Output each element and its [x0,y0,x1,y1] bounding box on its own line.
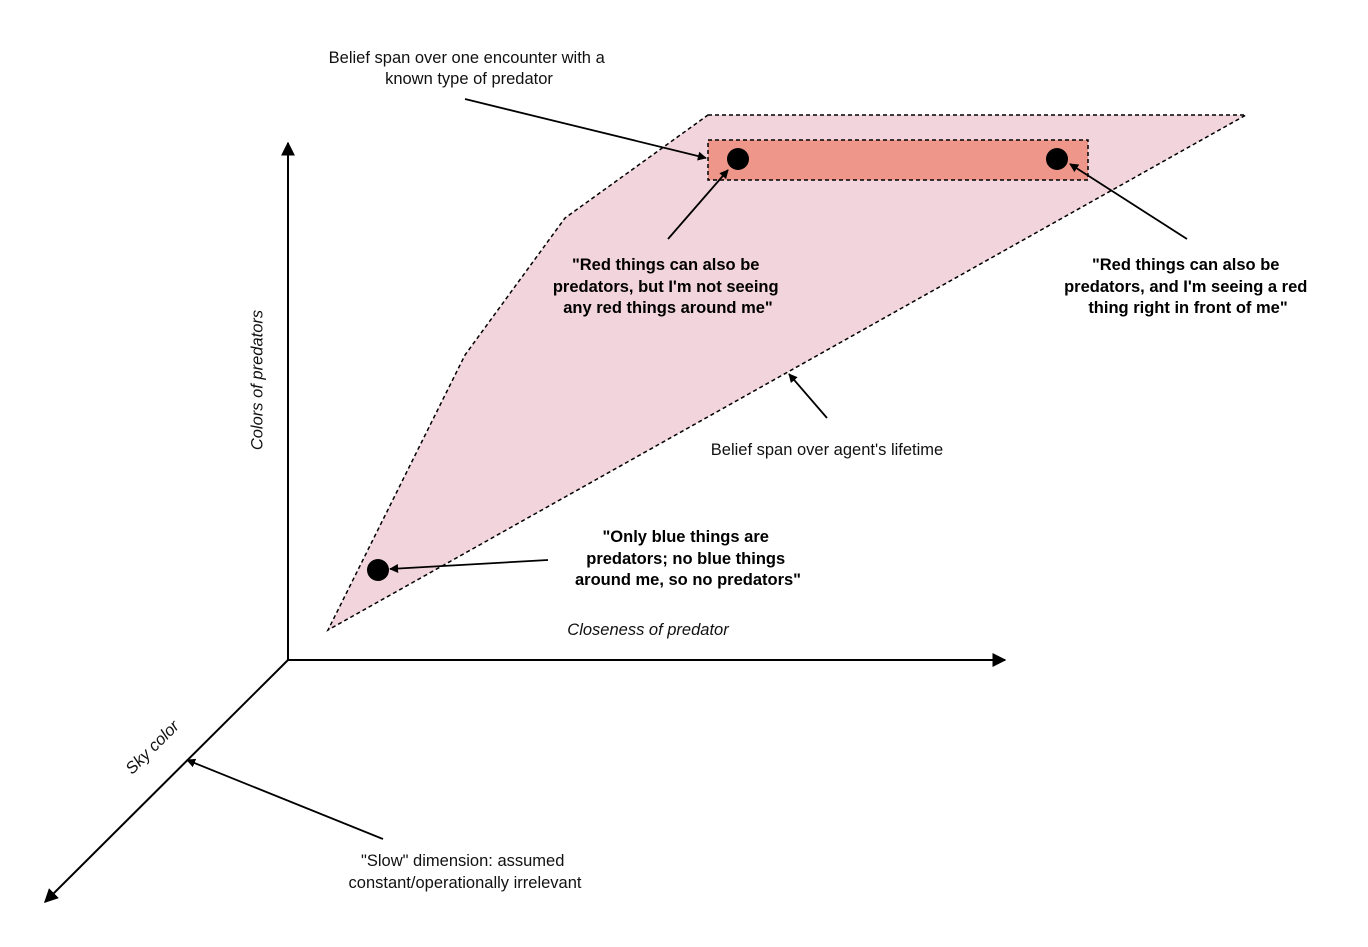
red-not-seen-label-line: predators, but I'm not seeing [553,278,779,296]
red-not-seen-label: "Red things can also be predators, but I… [553,256,783,317]
lifetime-label: Belief span over agent's lifetime [711,441,943,459]
red-seen-label-line: "Red things can also be [1092,256,1280,274]
encounter-label-line: known type of predator [385,70,553,88]
point-red-seen [1046,148,1068,170]
lifetime-pointer-arrow [788,373,828,419]
red-seen-pointer-arrow [1069,163,1188,240]
blue-only-label: "Only blue things are predators; no blue… [575,528,801,589]
slow-dimension-label: "Slow" dimension: assumed constant/opera… [349,852,582,892]
lifetime-belief-region [326,114,1249,632]
slow-dimension-label-line: constant/operationally irrelevant [349,874,582,892]
red-seen-label: "Red things can also be predators, and I… [1064,256,1312,317]
point-blue-only [367,559,389,581]
blue-only-label-line: around me, so no predators" [575,571,801,589]
encounter-label: Belief span over one encounter with a kn… [329,49,610,88]
blue-only-label-line: "Only blue things are [602,528,768,546]
depth-axis [44,659,289,903]
encounter-belief-region [707,139,1089,181]
blue-only-pointer-arrow [389,559,549,574]
red-seen-label-line: predators, and I'm seeing a red [1064,278,1307,296]
encounter-label-line: Belief span over one encounter with a [329,49,606,67]
blue-only-label-line: predators; no blue things [586,550,785,568]
slow-dimension-pointer-arrow [186,758,384,840]
red-seen-label-line: thing right in front of me" [1088,299,1287,317]
point-red-not-seen [727,148,749,170]
red-not-seen-pointer-arrow [667,169,729,240]
horizontal-axis-label: Closeness of predator [567,621,730,639]
vertical-axis-label: Colors of predators [248,310,266,450]
slow-dimension-label-line: "Slow" dimension: assumed [361,852,564,870]
red-not-seen-label-line: "Red things can also be [572,256,760,274]
encounter-pointer-arrow [464,98,707,161]
red-not-seen-label-line: any red things around me" [563,299,773,317]
depth-axis-label: Sky color [122,716,184,778]
